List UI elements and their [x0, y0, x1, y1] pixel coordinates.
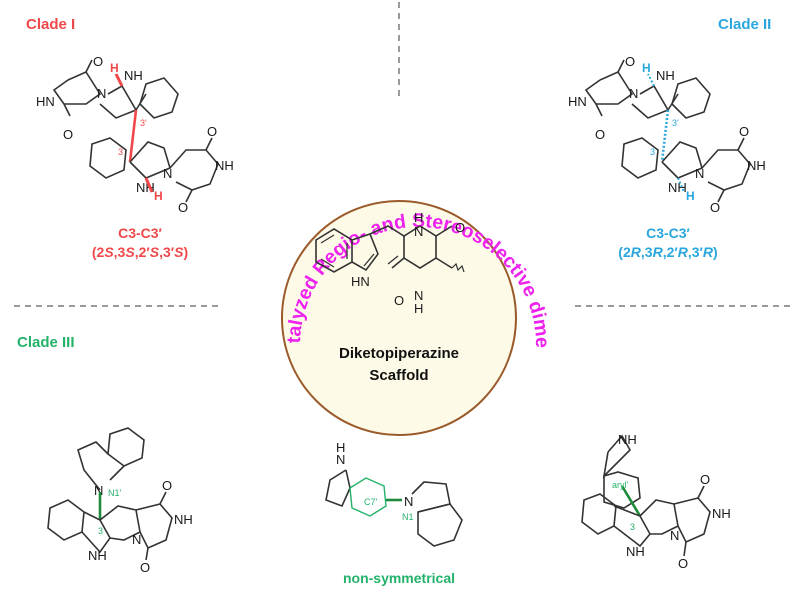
clade-i-hn: HN — [36, 94, 55, 109]
stereo-part: ) — [183, 244, 188, 260]
stereo-part: (2 — [92, 244, 105, 260]
clade-iii-left-nh2: NH — [174, 512, 193, 527]
scaffold-h-top: H — [414, 210, 423, 225]
clade-i-o3: O — [207, 124, 217, 139]
clade-ii-title: Clade II — [718, 16, 771, 33]
clade-ii-n1: N — [629, 86, 638, 101]
clade-iii-left-o1: O — [162, 478, 172, 493]
stereo-part: S — [125, 244, 135, 260]
clade-iii-mid-n2: N — [404, 494, 413, 509]
clade-iii-title: Clade III — [17, 334, 75, 351]
stereo-part: R — [703, 244, 714, 260]
clade-i-h-bot: H — [154, 189, 163, 203]
stereo-part: ,2′ — [135, 244, 151, 260]
clade-iii-left-n2: N — [132, 532, 141, 547]
stereo-part: ,2′ — [663, 244, 679, 260]
clade-i-n2: N — [163, 166, 172, 181]
clade-i-stereo: (2S,3S,2′S,3′S) — [92, 244, 188, 260]
clade-i-bond-label: C3-C3′ — [118, 225, 162, 241]
clade-iii-right-c3: 3 — [630, 522, 635, 532]
clade-iii-right-n: N — [670, 528, 679, 543]
stereo-part: R — [678, 244, 689, 260]
clade-i-c3: 3 — [118, 147, 123, 157]
scaffold-n-bot: N — [414, 288, 423, 303]
stereo-part: R — [653, 244, 664, 260]
stereo-part: ) — [713, 244, 718, 260]
clade-iii-right-nh2: NH — [626, 544, 645, 559]
scaffold-o-right: O — [455, 220, 465, 235]
clade-i-nh2: NH — [136, 180, 155, 195]
clade-i-nh3: NH — [215, 158, 234, 173]
clade-ii-nh3: NH — [747, 158, 766, 173]
scaffold-n-top: N — [414, 224, 423, 239]
clade-iii-right-nh1: NH — [618, 432, 637, 447]
clade-ii-o2: O — [595, 127, 605, 142]
clade-ii-o4: O — [710, 200, 720, 215]
clade-ii-o3: O — [739, 124, 749, 139]
scaffold-hn: HN — [351, 274, 370, 289]
clade-ii-nh1: NH — [656, 68, 675, 83]
stereo-part: ,3′ — [688, 244, 704, 260]
clade-i-o1: O — [93, 54, 103, 69]
clade-iii-left-nh1: NH — [88, 548, 107, 563]
clade-ii-c3: 3 — [650, 147, 655, 157]
clade-iii-right-o2: O — [678, 556, 688, 571]
clade-iii-left-n1p: N1' — [108, 488, 122, 498]
clade-iii-mid-n1label: N1 — [402, 512, 414, 522]
clade-iii-mid-n1: N — [336, 452, 345, 467]
clade-iii-left-n: N — [94, 483, 103, 498]
stereo-part: R — [631, 244, 642, 260]
stereo-part: (2 — [618, 244, 631, 260]
clade-ii-nh2: NH — [668, 180, 687, 195]
stereo-part: S — [104, 244, 114, 260]
scaffold-o-left: O — [394, 293, 404, 308]
clade-i-nh1: NH — [124, 68, 143, 83]
clade-iii-middle-structure: N H C7' N N1 — [325, 440, 463, 547]
clade-i-o2: O — [63, 127, 73, 142]
clade-iii-mid-h: H — [336, 440, 345, 455]
dividers — [14, 2, 790, 307]
clade-i-structure: O HN O N NH H 3' 3 NH N H O NH O — [36, 54, 234, 215]
clade-iii-right-aryl: aryl' — [612, 480, 629, 490]
clade-ii-hn: HN — [568, 94, 587, 109]
clade-iii-left-o2: O — [140, 560, 150, 575]
clade-ii-n2: N — [695, 166, 704, 181]
stereo-part: ,3′ — [159, 244, 175, 260]
clade-ii-stereo: (2R,3R,2′R,3′R) — [618, 244, 717, 260]
clade-ii-h-top: H — [642, 61, 651, 75]
clade-ii-o1: O — [625, 54, 635, 69]
clade-ii-c3p: 3' — [672, 118, 679, 128]
stereo-part: S — [174, 244, 184, 260]
clade-iii-right-o1: O — [700, 472, 710, 487]
clade-ii-bond-label: C3-C3′ — [646, 225, 690, 241]
clade-ii-h-bot: H — [686, 189, 695, 203]
scaffold-label-line2: Scaffold — [369, 367, 428, 384]
scaffold-structure: HN N H O O N H — [315, 210, 465, 316]
stereo-part: ,3 — [641, 244, 653, 260]
stereo-part: ,3 — [114, 244, 126, 260]
stereo-part: S — [150, 244, 160, 260]
scaffold-circle — [281, 200, 517, 436]
clade-iii-left-structure: N N1' 3 NH N O NH O — [47, 427, 193, 575]
clade-iii-mid-c7: C7' — [364, 497, 378, 507]
clade-i-c3p: 3' — [140, 118, 147, 128]
scaffold-label-line1: Diketopiperazine — [339, 345, 459, 362]
clade-i-h-top: H — [110, 61, 119, 75]
clade-iii-right-nh3: NH — [712, 506, 731, 521]
clade-i-o4: O — [178, 200, 188, 215]
scaffold-h-bot: H — [414, 301, 423, 316]
clade-iii-mid-label: non-symmetrical — [343, 570, 455, 586]
clade-iii-right-structure: NH aryl' 3 NH N O NH O — [581, 432, 731, 571]
clade-i-n1: N — [97, 86, 106, 101]
clade-i-title: Clade I — [26, 16, 75, 33]
clade-iii-left-c3: 3 — [98, 526, 103, 536]
clade-ii-structure: O HN O N NH H 3' 3 NH N H O NH O — [568, 54, 766, 215]
